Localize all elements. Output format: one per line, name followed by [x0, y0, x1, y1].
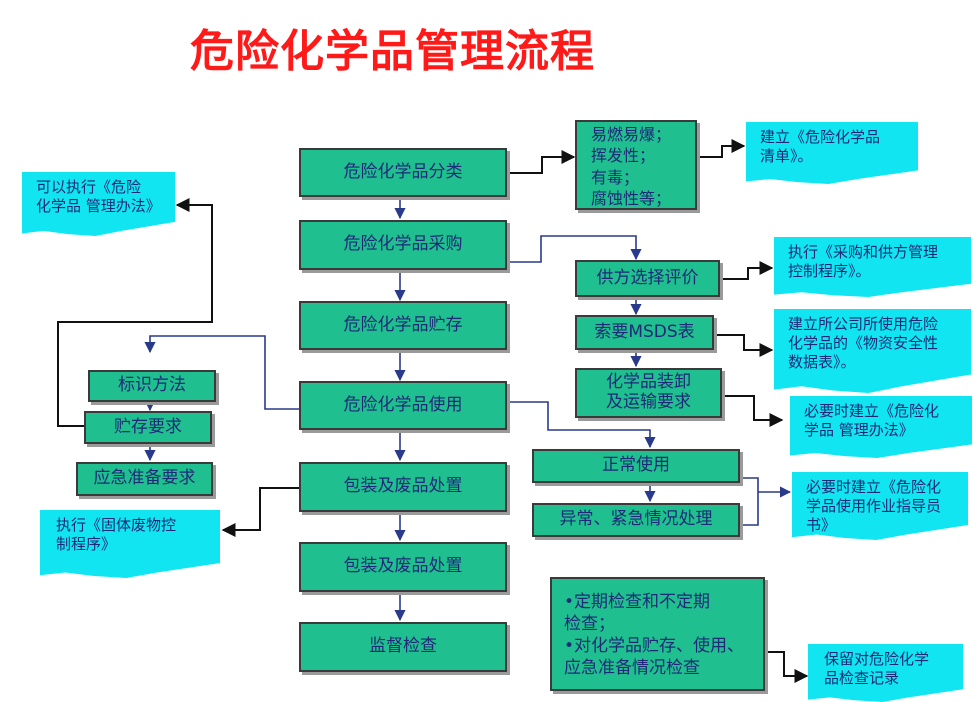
inspection-details: •定期检查和不定期 检查； •对化学品贮存、使用、 应急准备情况检查	[550, 577, 765, 691]
storage-label-method: 标识方法	[88, 370, 216, 402]
step-waste-disposal: 包装及废品处置	[299, 462, 507, 512]
step-waste-disposal-2: 包装及废品处置	[299, 542, 507, 592]
arrow-storage-to-note	[57, 198, 213, 427]
note-storage-management: 可以执行《危险 化学品 管理办法》	[22, 172, 175, 236]
step-storage: 危险化学品贮存	[299, 301, 507, 350]
abnormal-emergency-handling: 异常、紧急情况处理	[532, 503, 740, 537]
storage-requirements: 贮存要求	[84, 411, 212, 444]
step-classification: 危险化学品分类	[299, 148, 507, 197]
note-usage-instructions: 必要时建立《危险化 学品使用作业指导员 书》	[792, 472, 968, 540]
step-inspection: 监督检查	[299, 622, 507, 672]
msds-request: 索要MSDS表	[575, 315, 714, 350]
arrow-properties-to-note	[697, 139, 746, 158]
arrow-waste-to-note	[221, 487, 300, 537]
hazard-property: 腐蚀性等；	[591, 188, 672, 208]
hazard-property: 易燃易爆；	[591, 125, 672, 144]
step-purchase: 危险化学品采购	[299, 220, 507, 270]
transport-requirements: 化学品装卸 及运输要求	[575, 368, 722, 418]
note-management-method: 必要时建立《危险化 学品 管理办法》	[790, 396, 972, 458]
page-title: 危险化学品管理流程	[190, 26, 595, 77]
supplier-evaluation: 供方选择评价	[575, 260, 720, 297]
arrow-inspection-to-note	[765, 651, 809, 683]
arrow-supplier-to-note	[720, 261, 774, 280]
hazard-property: 挥发性；	[591, 146, 656, 166]
arrow-msds-to-note	[714, 334, 774, 357]
note-inspection-records: 保留对危险化学 品检查记录	[808, 644, 963, 702]
arrow-usage-branch	[506, 401, 656, 449]
step-usage: 危险化学品使用	[299, 381, 507, 430]
arrow-purchase-branch	[506, 235, 642, 263]
note-msds-table: 建立所公司所使用危险 化学品的《物资安全性 数据表》。	[774, 309, 971, 393]
emergency-preparedness: 应急准备要求	[76, 462, 213, 496]
arrow-classify-to-properties	[506, 150, 576, 174]
note-purchase-procedure: 执行《采购和供方管理 控制程序》。	[774, 237, 971, 297]
normal-use: 正常使用	[532, 449, 740, 483]
hazard-properties: 易燃易爆； 挥发性； 有毒； 腐蚀性等；	[575, 120, 697, 210]
note-solid-waste: 执行《固体废物控 制程序》	[40, 510, 220, 578]
usage-bracket	[742, 477, 759, 526]
arrow-transport-to-note	[722, 395, 784, 427]
hazard-property: 有毒；	[591, 167, 640, 187]
note-chemical-list: 建立《危险化学品 清单》。	[746, 122, 918, 184]
arrow-storage-branch	[144, 335, 300, 410]
